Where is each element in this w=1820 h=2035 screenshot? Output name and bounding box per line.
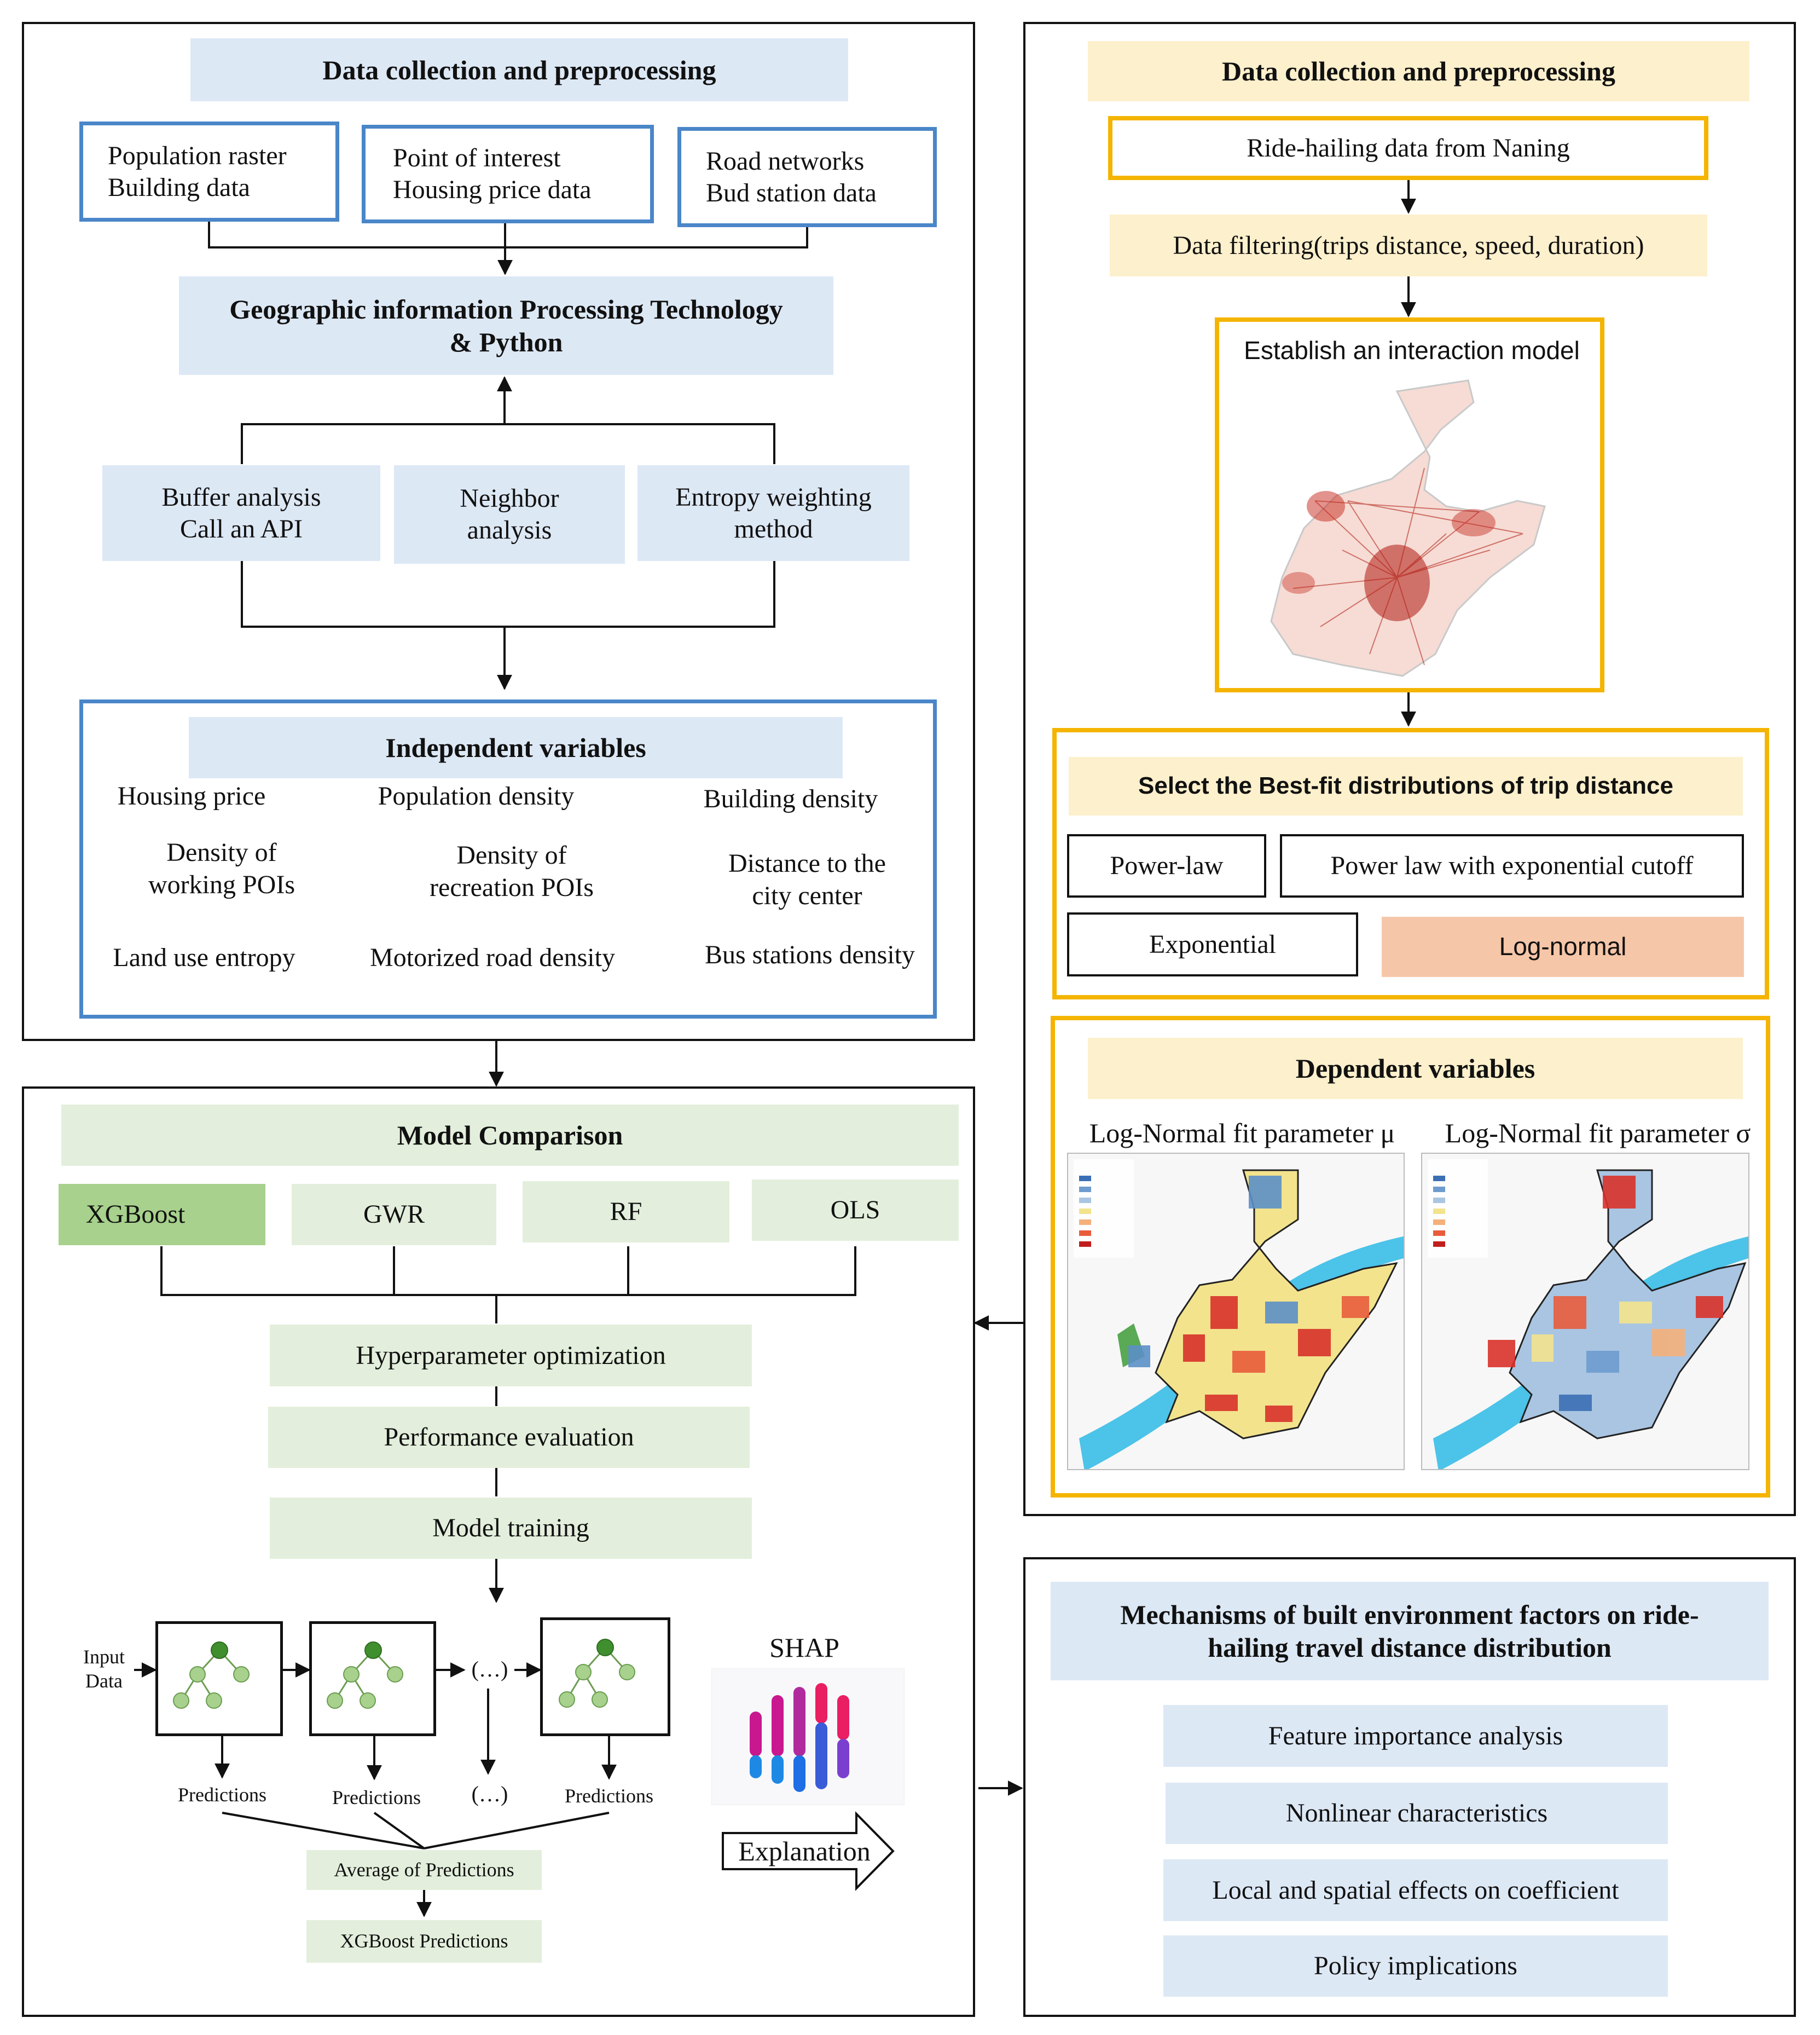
dist-exponential: Exponential (1067, 912, 1358, 976)
var-recreation-pois: Density of recreation POIs (430, 840, 594, 902)
method-buffer: Buffer analysis Call an API (102, 465, 380, 561)
var-bus-density: Bus stations density (704, 940, 915, 969)
choropleth-map-sigma (1428, 1159, 1748, 1469)
panel-data-preprocessing-left (22, 22, 975, 1041)
tree-ellipsis: (…) (471, 1656, 508, 1681)
map-lognormal-sigma (1421, 1153, 1749, 1470)
source-population: Population raster Building data (79, 122, 339, 222)
od-flow-map-image (1270, 379, 1546, 677)
mech-feature-importance: Feature importance analysis (1163, 1705, 1668, 1767)
map-label-mu: Log-Normal fit parameter μ (1089, 1117, 1395, 1148)
shap-logo-icon (750, 1683, 849, 1792)
var-building-density: Building density (703, 784, 878, 813)
model-ols: OLS (752, 1180, 959, 1241)
step-performance: Performance evaluation (268, 1407, 750, 1468)
xgboost-predictions: XGBoost Predictions (306, 1920, 542, 1963)
right-title: Data collection and preprocessing (1088, 41, 1749, 101)
map-lognormal-mu (1067, 1153, 1405, 1470)
bestfit-title: Select the Best-fit distributions of tri… (1069, 757, 1743, 816)
predictions-ellipsis: (…) (471, 1781, 508, 1806)
data-filtering-box: Data filtering(trips distance, speed, du… (1110, 215, 1707, 276)
decision-tree-1 (155, 1621, 283, 1736)
source-poi: Point of interest Housing price data (362, 125, 654, 223)
predictions-label-n: Predictions (565, 1785, 653, 1807)
dependent-title: Dependent variables (1088, 1038, 1743, 1099)
predictions-label-1: Predictions (178, 1784, 266, 1806)
var-working-pois: Density of working POIs (148, 837, 295, 899)
var-road-density: Motorized road density (370, 943, 615, 972)
dist-power-law-cutoff: Power law with exponential cutoff (1280, 834, 1744, 898)
mech-local-spatial: Local and spatial effects on coefficient (1163, 1859, 1668, 1921)
od-flow-map (1260, 369, 1567, 688)
source-road: Road networks Bud station data (677, 127, 937, 227)
panel-mechanisms (1023, 1557, 1796, 2017)
step-hyperparameter: Hyperparameter optimization (270, 1325, 752, 1386)
dist-power-law: Power-law (1067, 834, 1266, 898)
panel-model-comparison (22, 1086, 975, 2017)
mech-nonlinear: Nonlinear characteristics (1166, 1783, 1668, 1844)
model-rf: RF (523, 1181, 729, 1242)
interaction-model-label: Establish an interaction model (1244, 336, 1580, 365)
dist-log-normal: Log-normal (1382, 917, 1744, 977)
decision-tree-2 (309, 1621, 436, 1736)
left-title: Data collection and preprocessing (190, 38, 848, 101)
decision-tree-n (540, 1617, 670, 1736)
shap-label: SHAP (769, 1632, 839, 1663)
model-gwr: GWR (292, 1184, 496, 1245)
var-distance-center: Distance to the city center (728, 848, 886, 910)
method-entropy: Entropy weighting method (637, 465, 909, 561)
tree-icon (173, 1641, 250, 1709)
model-comparison-title: Model Comparison (61, 1105, 959, 1166)
ride-hailing-box: Ride-hailing data from Naning (1108, 116, 1708, 180)
var-population-density: Population density (378, 781, 575, 811)
mechanisms-title: Mechanisms of built environment factors … (1051, 1582, 1769, 1680)
predictions-label-2: Predictions (332, 1787, 421, 1809)
tree-icon (327, 1641, 403, 1709)
independent-title: Independent variables (189, 717, 843, 778)
tree-icon (559, 1639, 635, 1708)
map-label-sigma: Log-Normal fit parameter σ (1445, 1117, 1751, 1148)
step-training: Model training (270, 1498, 752, 1559)
explanation-arrow (722, 1811, 895, 1891)
shap-logo (711, 1668, 905, 1805)
var-housing-price: Housing price (117, 781, 266, 811)
panel-data-preprocessing-right (1023, 22, 1796, 1516)
mech-policy: Policy implications (1163, 1935, 1668, 1997)
choropleth-map-mu (1074, 1159, 1404, 1469)
var-land-use-entropy: Land use entropy (113, 943, 295, 972)
input-data-label: Input Data (83, 1646, 125, 1692)
average-predictions: Average of Predictions (306, 1850, 542, 1890)
method-neighbor: Neighbor analysis (394, 465, 625, 564)
model-xgboost: XGBoost (59, 1184, 265, 1245)
explanation-label: Explanation (738, 1835, 871, 1866)
gis-box: Geographic information Processing Techno… (179, 276, 833, 375)
